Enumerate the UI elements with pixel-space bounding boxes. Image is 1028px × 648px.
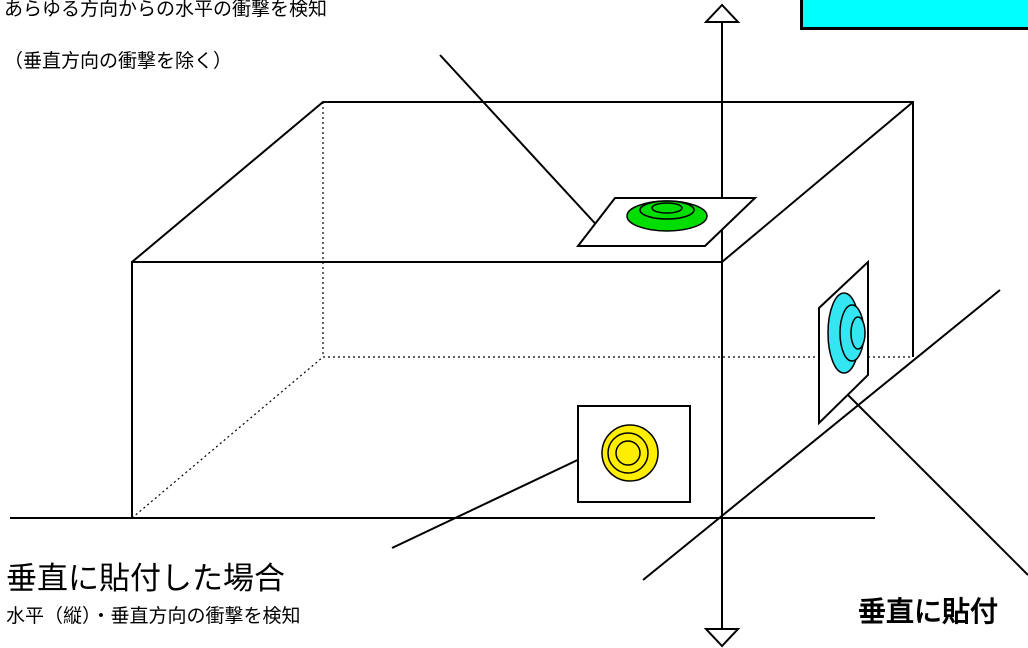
axis-down-arrow-icon bbox=[703, 628, 741, 648]
box-hidden-edges bbox=[131, 102, 913, 519]
green-sensor-icon bbox=[626, 200, 708, 232]
box-top-left-edge bbox=[131, 101, 914, 357]
vertical-title: 垂直に貼付した場合 bbox=[6, 561, 285, 597]
leader-line-top bbox=[439, 54, 604, 233]
cyan-sensor-icon bbox=[827, 292, 866, 374]
vertical-description: 水平（縦）・垂直方向の衝撃を検知 bbox=[6, 605, 301, 627]
top-caption-line2: （垂直方向の衝撃を除く） bbox=[4, 50, 233, 72]
box-top-right-edge bbox=[721, 101, 914, 263]
top-caption-line1: あらゆる方向からの水平の衝撃を検知 bbox=[4, 0, 328, 20]
axis-up-arrow-icon bbox=[703, 3, 741, 23]
cyan-label-box bbox=[800, 0, 1028, 30]
leader-line-side bbox=[844, 391, 1028, 576]
leader-line-front bbox=[391, 446, 606, 549]
diagonal-axis bbox=[642, 289, 1001, 581]
yellow-sensor-icon bbox=[601, 424, 659, 482]
right-title: 垂直に貼付 bbox=[858, 595, 999, 628]
